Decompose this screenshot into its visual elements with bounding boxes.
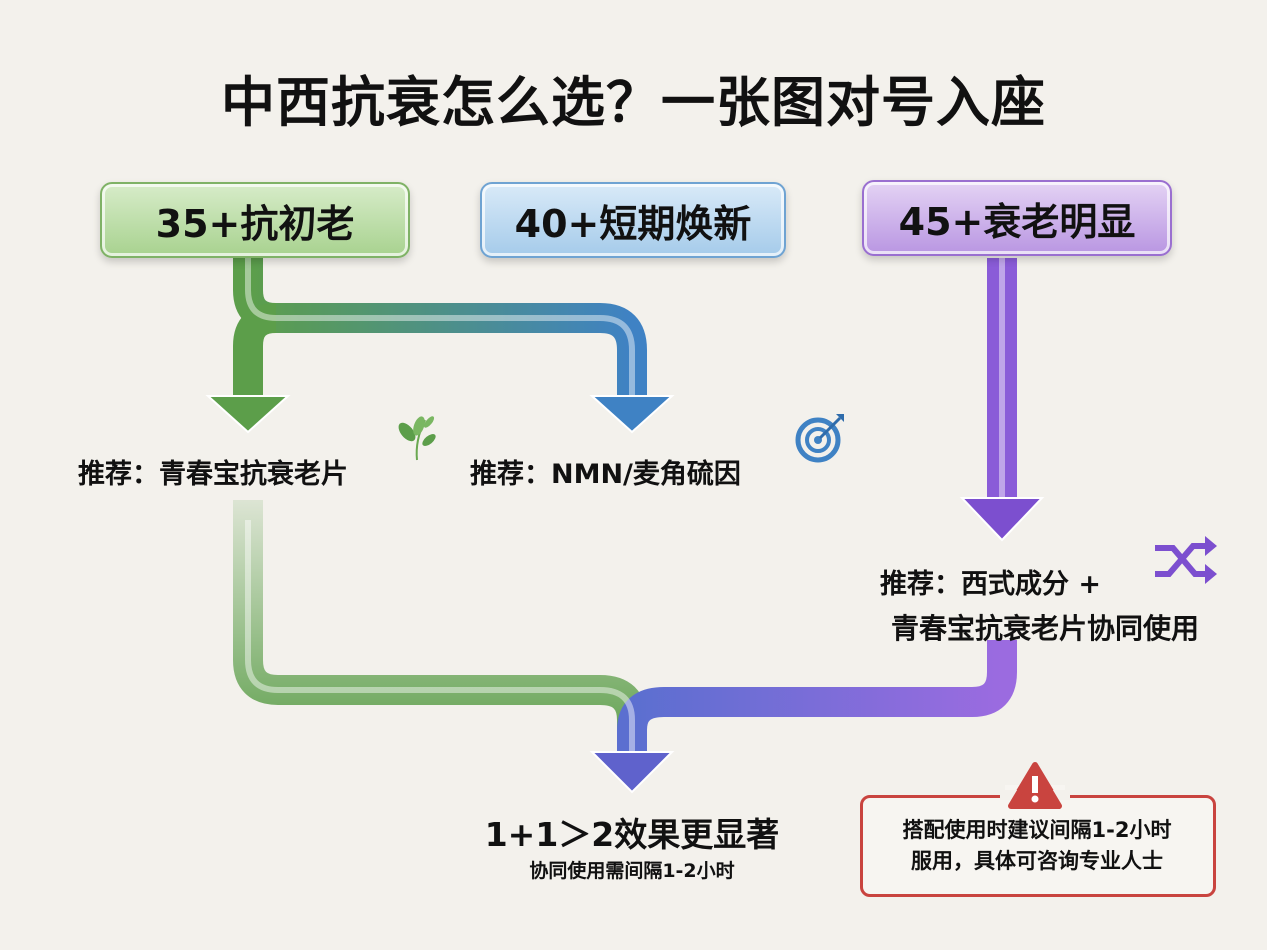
blue-arrowhead — [589, 395, 675, 434]
target-icon — [795, 414, 844, 463]
warning-line-2: 服用，具体可咨询专业人士 — [911, 849, 1163, 873]
purple-arrowhead — [959, 497, 1045, 542]
result-subtext: 协同使用需间隔1-2小时 — [529, 860, 735, 882]
leaf-icon — [398, 416, 436, 461]
purple-lower — [617, 640, 1017, 755]
page-title: 中西抗衰怎么选？一张图对号入座 — [221, 71, 1046, 134]
recommendation-40: 推荐：NMN/麦角硫因 — [470, 459, 741, 490]
warning-box — [860, 795, 1216, 897]
green-lower — [233, 500, 647, 755]
age-40-box: 40+短期焕新 — [480, 182, 786, 258]
warning-text: 搭配使用时建议间隔1-2小时 服用，具体可咨询专业人士 — [872, 815, 1202, 877]
age-45-box: 45+衰老明显 — [862, 180, 1172, 256]
result-headline: 1+1＞2效果更显著 — [484, 815, 780, 854]
green-arrowhead — [205, 395, 291, 434]
warning-line-1: 搭配使用时建议间隔1-2小时 — [902, 818, 1172, 842]
recommendation-35: 推荐：青春宝抗衰老片 — [78, 459, 348, 490]
shuffle-icon — [1155, 536, 1217, 584]
green-stem — [233, 256, 647, 398]
result-arrowhead — [589, 751, 675, 794]
green-branch — [233, 303, 277, 398]
age-35-box: 35+抗初老 — [100, 182, 410, 258]
recommendation-45-line2: 青春宝抗衰老片协同使用 — [890, 612, 1199, 645]
recommendation-45-line1: 推荐：西式成分 + — [880, 569, 1102, 600]
